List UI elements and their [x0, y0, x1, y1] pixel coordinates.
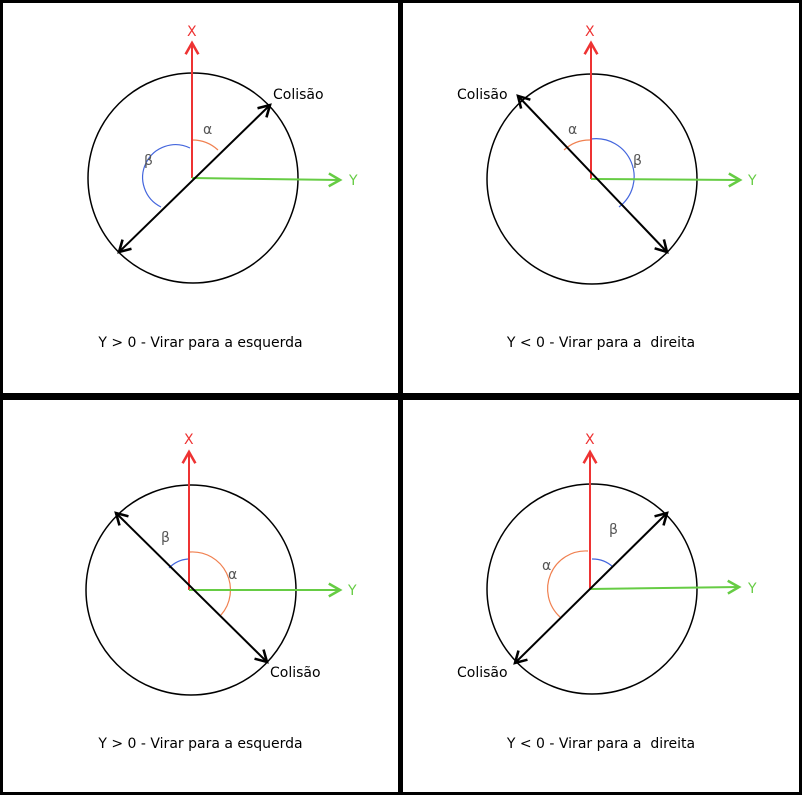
panel-caption: Y > 0 - Virar para a esquerda: [98, 335, 303, 351]
collision-line: [513, 511, 669, 665]
y-axis: [590, 172, 743, 188]
beta-arc: [590, 138, 635, 208]
x-axis-label: X: [585, 432, 595, 448]
alpha-arc: [547, 550, 589, 618]
alpha-label: α: [228, 567, 237, 583]
x-axis-label: X: [187, 24, 197, 40]
y-axis-label: Y: [747, 581, 757, 597]
collision-label: Colisão: [270, 665, 321, 681]
diagram-svg: X Y α β Colisão: [457, 432, 757, 695]
diagram-panel-top-left: X Y α β Colisão Y > 0 - Virar para a esq…: [3, 3, 398, 393]
beta-label: β: [161, 530, 170, 546]
y-axis-label: Y: [348, 173, 358, 189]
beta-arc: [591, 558, 614, 568]
collision-line: [114, 511, 269, 664]
y-axis: [191, 172, 343, 188]
x-axis-label: X: [184, 432, 194, 448]
alpha-arc: [191, 139, 219, 151]
x-axis-label: X: [585, 24, 595, 40]
boundary-circle: [486, 483, 698, 695]
diagram-svg: X Y α β Colisão: [87, 24, 358, 284]
diagram-svg: X Y α β Colisão: [457, 24, 757, 285]
collision-line: [117, 103, 272, 254]
y-axis: [589, 579, 742, 595]
collision-label: Colisão: [457, 87, 508, 103]
diagram-svg: X Y α β Colisão: [85, 432, 357, 696]
panel-caption: Y < 0 - Virar para a direita: [506, 736, 696, 752]
beta-label: β: [144, 153, 153, 169]
diagram-panel-bottom-left: X Y α β Colisão Y > 0 - Virar para a esq…: [3, 400, 398, 792]
panel-caption: Y > 0 - Virar para a esquerda: [98, 736, 303, 752]
y-axis-label: Y: [747, 173, 757, 189]
panel-caption: Y < 0 - Virar para a direita: [506, 335, 696, 351]
alpha-label: α: [568, 122, 577, 138]
diagram-panel-top-right: X Y α β Colisão Y < 0 - Virar para a dir…: [403, 3, 799, 393]
beta-label: β: [609, 522, 618, 538]
beta-arc: [168, 558, 189, 569]
diagram-panel-bottom-right: X Y α β Colisão Y < 0 - Virar para a dir…: [403, 400, 799, 792]
collision-line: [516, 94, 669, 254]
collision-label: Colisão: [457, 665, 508, 681]
y-axis-label: Y: [347, 583, 357, 599]
collision-label: Colisão: [273, 87, 324, 103]
alpha-label: α: [203, 122, 212, 138]
beta-label: β: [633, 153, 642, 169]
alpha-label: α: [542, 558, 551, 574]
